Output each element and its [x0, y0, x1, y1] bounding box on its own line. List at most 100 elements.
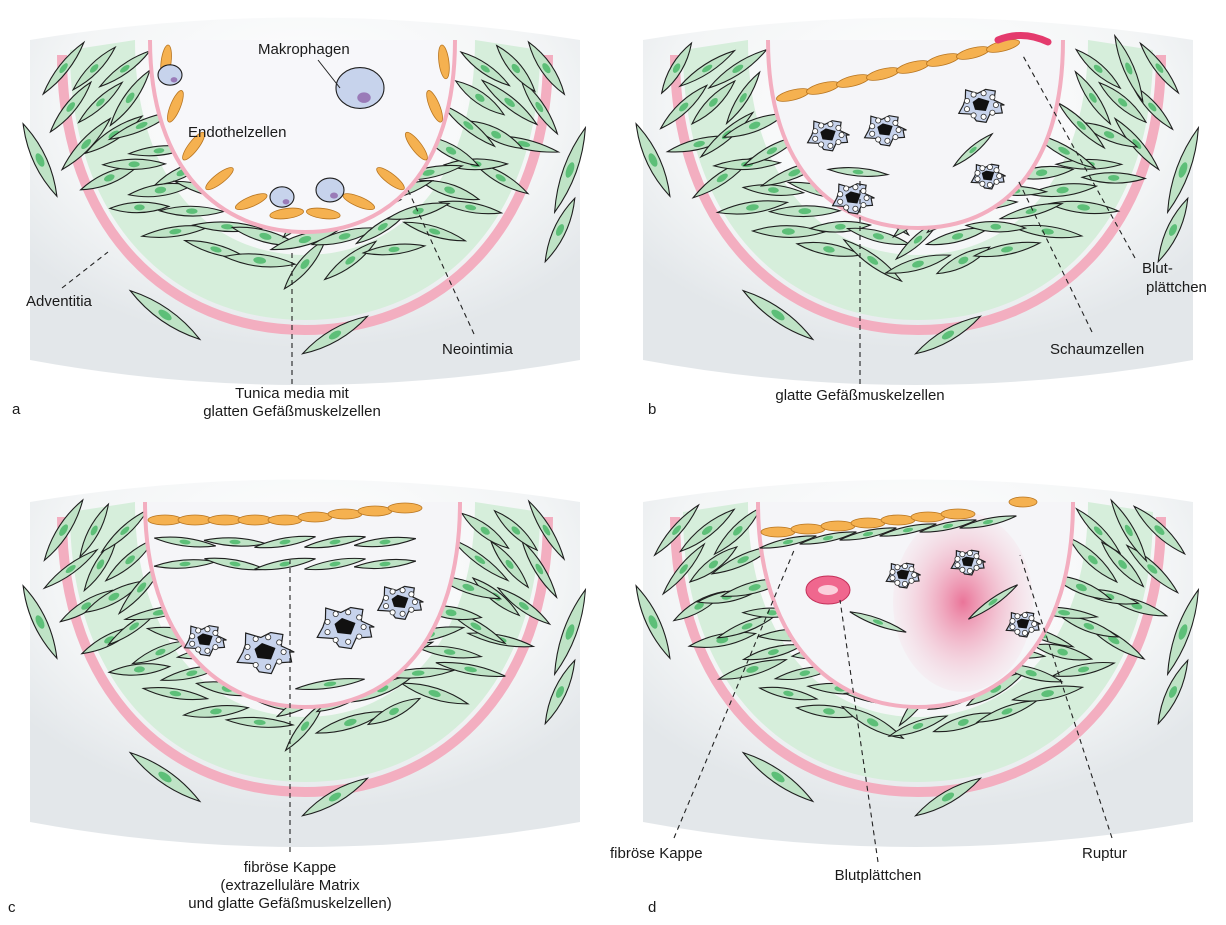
endothelial-cell [791, 524, 825, 534]
lipid-droplet [987, 165, 992, 170]
vessel-wall-illustration [630, 18, 1204, 386]
label-endothelzellen: Endothelzellen [188, 124, 286, 141]
panel-letter-b: b [648, 401, 656, 418]
lipid-droplet [400, 588, 405, 593]
lipid-droplet [357, 634, 362, 639]
lipid-droplet [838, 199, 843, 204]
endothelial-cell [881, 515, 915, 525]
label-blutplaettchen-line1: Blut- [1142, 260, 1173, 277]
lipid-droplet [890, 576, 895, 581]
lipid-droplet [190, 641, 195, 646]
label-schaumzellen: Schaumzellen [1050, 341, 1144, 358]
lipid-droplet [981, 91, 986, 96]
panel-d-rupture [630, 480, 1204, 848]
lipid-droplet [196, 647, 201, 652]
lipid-droplet [205, 627, 210, 632]
label-ruptur: Ruptur [1082, 845, 1127, 862]
lipid-droplet [813, 129, 818, 134]
endothelial-cell [268, 515, 302, 525]
label-fibroese-kappe-c-line2: (extrazelluläre Matrix [220, 877, 360, 894]
macrophage-nucleus [330, 193, 338, 199]
lipid-droplet [971, 92, 976, 97]
panel-letter-d: d [648, 899, 656, 916]
lipid-droplet [1022, 613, 1027, 618]
lipid-droplet [390, 589, 395, 594]
lipid-droplet [333, 611, 338, 616]
label-fibroese-kappe-c-line3: und glatte Gefäßmuskelzellen) [188, 895, 391, 912]
lipid-droplet [253, 636, 258, 641]
endothelial-cell [1009, 497, 1037, 507]
lipid-droplet [819, 142, 824, 147]
lipid-droplet [964, 107, 969, 112]
lipid-droplet [997, 173, 1002, 178]
lipid-droplet [836, 125, 841, 130]
lipid-droplet [909, 567, 914, 572]
lipid-droplet [213, 645, 218, 650]
lipid-droplet [994, 168, 999, 173]
endothelial-cell [821, 521, 855, 531]
lipid-droplet [980, 166, 985, 171]
lipid-droplet [890, 569, 895, 574]
lipid-droplet [975, 177, 980, 182]
lipid-droplet [196, 628, 201, 633]
lipid-droplet [205, 648, 210, 653]
lipid-droplet [974, 565, 979, 570]
lipid-droplet [990, 110, 995, 115]
lipid-droplet [409, 592, 414, 597]
lipid-droplet [245, 655, 250, 660]
lipid-droplet [839, 132, 844, 137]
lipid-droplet [876, 118, 881, 123]
label-makrophagen: Makrophagen [258, 41, 350, 58]
lipid-droplet [409, 607, 414, 612]
macrophage [316, 178, 344, 202]
lipid-droplet [994, 179, 999, 184]
lipid-droplet [977, 559, 982, 564]
lipid-droplet [357, 615, 362, 620]
macrophage-nucleus [171, 77, 178, 82]
lipid-droplet [333, 637, 338, 642]
lipid-droplet [325, 630, 330, 635]
lipid-droplet [277, 659, 282, 664]
label-fibroese-kappe-c-line1: fibröse Kappe [244, 859, 337, 876]
lipid-droplet [912, 572, 917, 577]
macrophage [336, 68, 384, 109]
lipid-droplet [960, 552, 965, 557]
endothelial-cell [298, 512, 332, 522]
lipid-droplet [990, 95, 995, 100]
endothelial-cell [911, 512, 945, 522]
lipid-droplet [861, 188, 866, 193]
lipid-droplet [836, 140, 841, 145]
lipid-droplet [955, 563, 960, 568]
lipid-droplet [896, 127, 901, 132]
label-glatte-gefaessmuskelzellen: glatte Gefäßmuskelzellen [775, 387, 944, 404]
vessel-wall-illustration [17, 480, 591, 848]
macrophage-nucleus [357, 92, 370, 103]
lipid-droplet [902, 581, 907, 586]
panel-letter-c: c [8, 899, 16, 916]
lipid-droplet [844, 186, 849, 191]
lipid-droplet [828, 122, 833, 127]
lipid-droplet [266, 664, 271, 669]
lipid-droplet [853, 185, 858, 190]
panel-c-fibrous-cap [17, 480, 591, 848]
label-neointimia: Neointimia [442, 341, 514, 358]
vessel-wall-illustration [630, 480, 1204, 848]
lipid-droplet [1010, 618, 1015, 623]
endothelial-cell [178, 515, 212, 525]
lipid-droplet [955, 556, 960, 561]
lipid-droplet [870, 131, 875, 136]
lipid-droplet [964, 98, 969, 103]
lipid-droplet [281, 649, 286, 654]
lipid-droplet [1029, 616, 1034, 621]
lipid-droplet [895, 565, 900, 570]
lipid-droplet [390, 610, 395, 615]
macrophage [158, 65, 182, 85]
label-blutplaettchen-line2: plättchen [1146, 279, 1207, 296]
platelet-center [818, 585, 838, 595]
panel-letter-a: a [12, 401, 21, 418]
endothelial-cell [148, 515, 182, 525]
lipid-droplet [864, 195, 869, 200]
lipid-droplet [412, 599, 417, 604]
lipid-droplet [885, 138, 890, 143]
lipid-droplet [361, 624, 366, 629]
